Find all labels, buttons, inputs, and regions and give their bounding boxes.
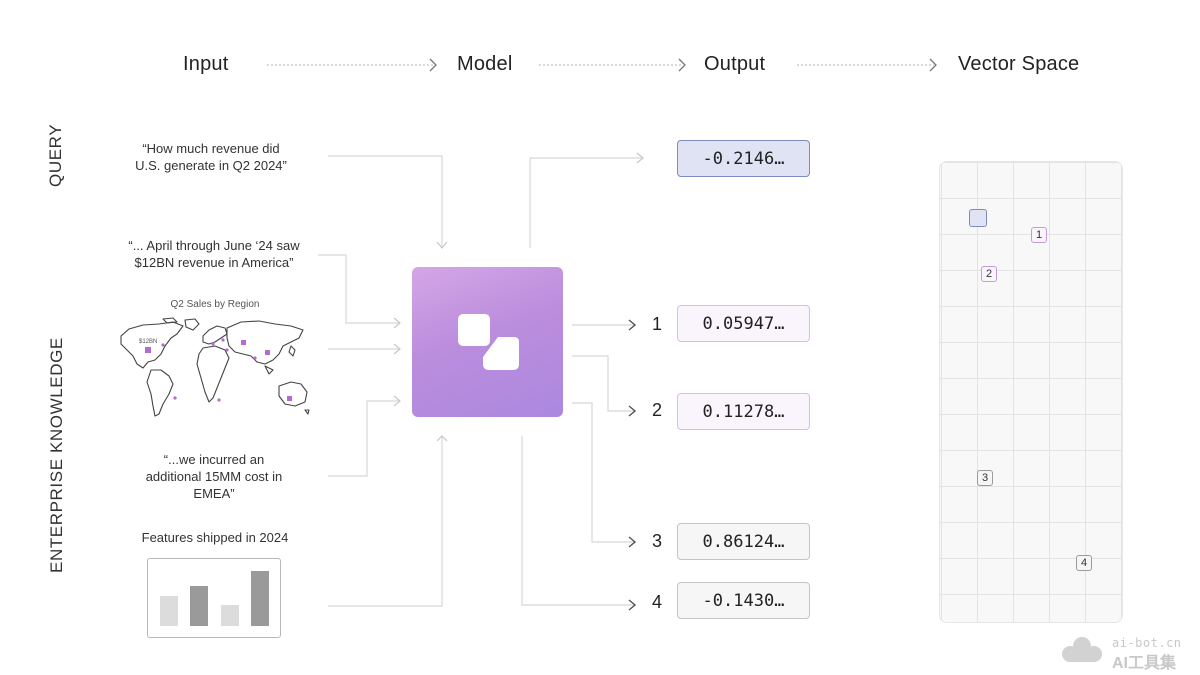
wire-query-in (328, 155, 443, 248)
arrowhead (393, 395, 401, 407)
features-title: Features shipped in 2024 (141, 530, 289, 545)
map-marker (145, 347, 151, 353)
output-value: -0.1430… (677, 582, 810, 619)
doc-line: additional 15MM cost in (145, 469, 283, 484)
wire-doc1-in (318, 254, 400, 324)
doc-cost-text: “...we incurred an additional 15MM cost … (106, 451, 322, 502)
chart-bar (251, 571, 269, 626)
chevron-right-icon (678, 58, 686, 72)
output-index: 3 (651, 531, 662, 551)
chevron-right-icon (429, 58, 437, 72)
world-map-icon: $12BN (115, 316, 315, 429)
doc-revenue-text: “... April through June ‘24 saw $12BN re… (100, 237, 328, 271)
output-value: 0.86124… (677, 523, 810, 560)
watermark-logo-icon (1062, 637, 1102, 662)
output-index: 1 (651, 314, 662, 334)
watermark-site: ai-bot.cn (1112, 636, 1182, 650)
doc-line: “... April through June ‘24 saw (128, 238, 300, 253)
query-line: U.S. generate in Q2 2024” (135, 158, 287, 173)
arrowhead (628, 319, 637, 331)
arrowhead (436, 435, 448, 442)
bar-chart-icon (147, 558, 281, 638)
output-arrowheads-light (636, 152, 644, 164)
doc-line: “...we incurred an (163, 452, 265, 467)
header-vector-space: Vector Space (958, 53, 1080, 75)
arrowhead (636, 152, 644, 164)
header-model: Model (457, 53, 513, 75)
arrowhead (393, 317, 401, 329)
arrowhead (628, 599, 637, 611)
vector-point: 3 (977, 470, 993, 486)
wire-doc3-in (328, 400, 400, 477)
arrowhead (628, 405, 637, 417)
output-index: 2 (651, 400, 662, 420)
watermark: ai-bot.cn AI工具集 (1060, 634, 1190, 672)
chart-bar (160, 596, 178, 626)
header-chevrons (429, 58, 937, 72)
output-wires (521, 157, 643, 606)
vector-space-grid: 1 2 3 4 (939, 161, 1123, 623)
wire-out-2 (572, 355, 634, 412)
output-index: 4 (651, 592, 662, 612)
map-marker (241, 340, 246, 345)
wire-out-4 (521, 436, 634, 606)
map-label: $12BN (139, 339, 157, 345)
arrowhead (393, 343, 401, 355)
output-value: 0.05947… (677, 305, 810, 342)
chart-bar (221, 605, 239, 626)
output-value: 0.11278… (677, 393, 810, 430)
map-marker (287, 396, 292, 401)
watermark-brand: AI工具集 (1112, 655, 1177, 672)
vector-point-query (969, 209, 987, 227)
header-input: Input (183, 53, 229, 75)
map-marker (265, 350, 270, 355)
chevron-right-icon (929, 58, 937, 72)
query-line: “How much revenue did (142, 141, 280, 156)
header-output: Output (704, 53, 766, 75)
chart-bar (190, 586, 208, 626)
vector-point: 1 (1031, 227, 1047, 243)
map-title: Q2 Sales by Region (170, 299, 260, 310)
output-query-value: -0.2146… (677, 140, 810, 177)
arrowhead (436, 241, 448, 249)
label-query: QUERY (46, 123, 65, 187)
label-enterprise-knowledge: ENTERPRISE KNOWLEDGE (47, 337, 66, 573)
input-wires (318, 155, 443, 607)
wire-features-in (328, 436, 443, 607)
vector-point: 2 (981, 266, 997, 282)
query-text: “How much revenue did U.S. generate in Q… (106, 140, 316, 174)
wire-out-query (529, 157, 643, 248)
doc-line: $12BN revenue in America” (134, 255, 294, 270)
input-arrowheads (393, 241, 448, 442)
output-arrowheads (628, 319, 637, 611)
vector-point: 4 (1076, 555, 1092, 571)
wire-out-3 (572, 402, 634, 543)
model-logo-icon (458, 312, 520, 379)
doc-line: EMEA” (193, 486, 235, 501)
arrowhead (628, 536, 637, 548)
model-block (412, 267, 563, 417)
